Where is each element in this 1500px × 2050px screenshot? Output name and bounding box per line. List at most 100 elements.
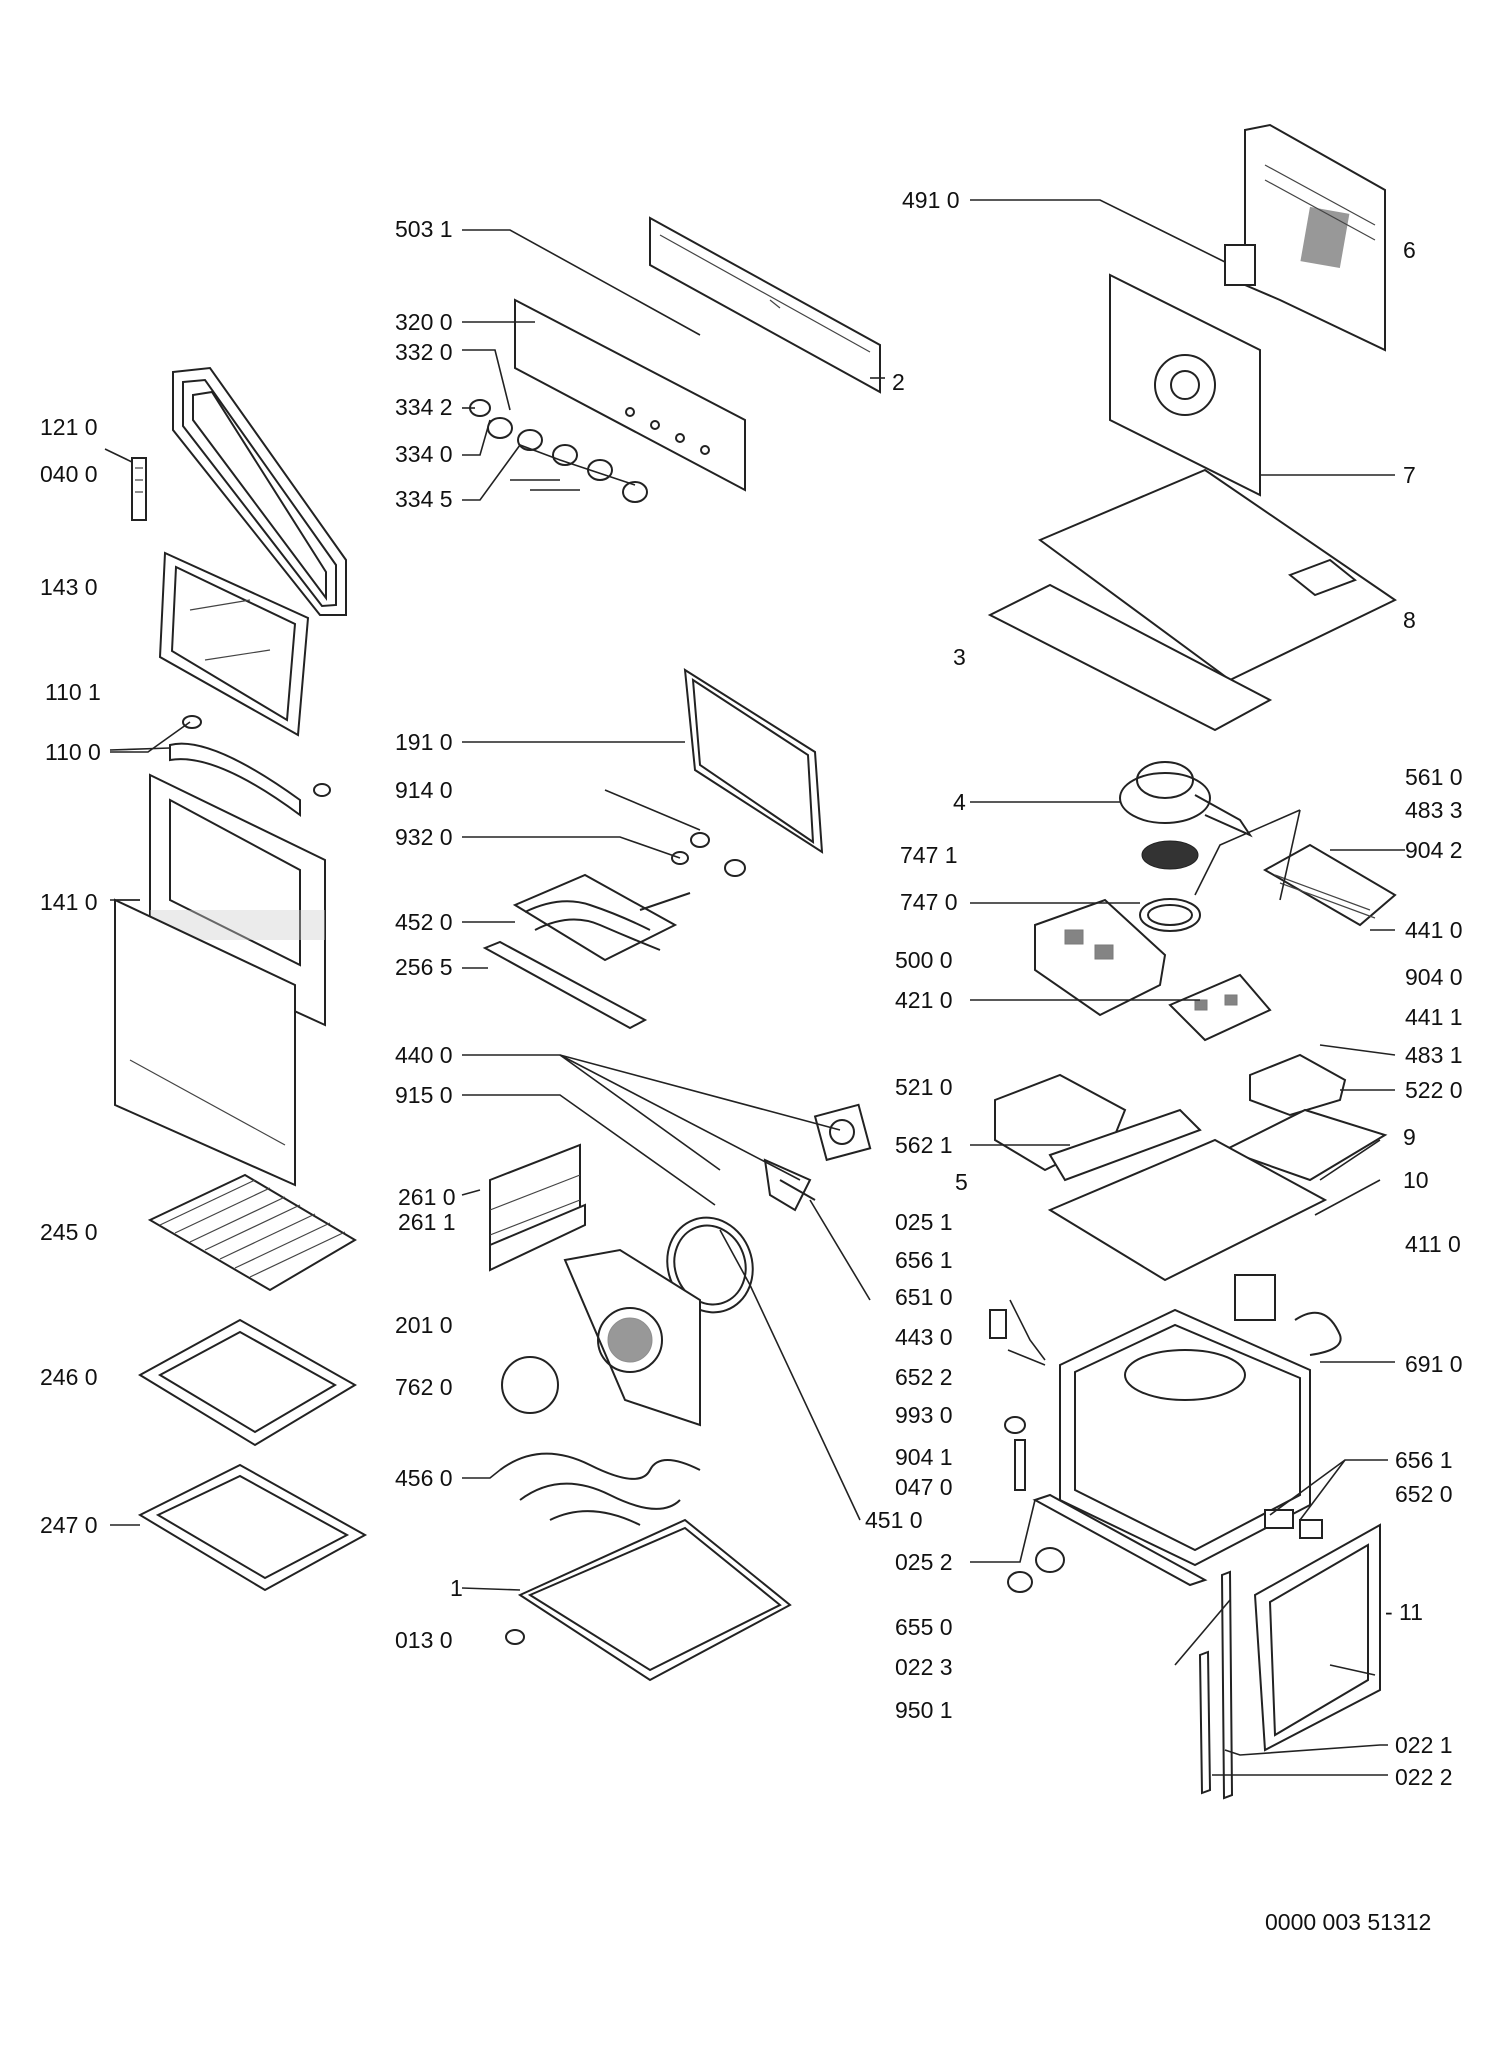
lbl-950-1: 950 1 (895, 1697, 953, 1723)
lbl-993-0: 993 0 (895, 1402, 953, 1428)
fan-cover-plate (563, 1248, 701, 1427)
lbl-191-0: 191 0 (395, 729, 453, 755)
lbl-904-1: 904 1 (895, 1444, 953, 1470)
door-outer-frame (172, 366, 347, 616)
lbl-932-0: 932 0 (395, 824, 453, 850)
side-switch-651 (989, 1309, 1007, 1339)
oven-top-plate-10 (1047, 1138, 1328, 1282)
lamp-holder-411 (1234, 1274, 1276, 1321)
lbl-025-1: 025 1 (895, 1209, 953, 1235)
lbl-2: 2 (892, 369, 905, 395)
lbl-110-0: 110 0 (45, 739, 101, 765)
lbl-483-1: 483 1 (1405, 1042, 1463, 1068)
lbl-110-1: 110 1 (45, 679, 101, 705)
lbl-022-2: 022 2 (1395, 1764, 1453, 1790)
lbl-561-0: 561 0 (1405, 764, 1463, 790)
lbl-320-0: 320 0 (395, 309, 453, 335)
lbl-441-1: 441 1 (1405, 1004, 1463, 1030)
lbl-522-0: 522 0 (1405, 1077, 1463, 1103)
insulation-sheet-3 (987, 583, 1273, 732)
lbl-914-0: 914 0 (395, 777, 453, 803)
lbl-656-1-b: 656 1 (1395, 1447, 1453, 1473)
lbl-10: 10 (1403, 1167, 1429, 1193)
lbl-334-0: 334 0 (395, 441, 453, 467)
control-panel-front (514, 298, 746, 492)
oven-grill-tray (137, 1463, 368, 1592)
lbl-411-0: 411 0 (1405, 1231, 1461, 1257)
lbl-452-0: 452 0 (395, 909, 453, 935)
bottom-rail-025-2 (1032, 1493, 1208, 1587)
door-lock-parts (1264, 1509, 1323, 1539)
lbl-022-1: 022 1 (1395, 1732, 1453, 1758)
lbl-441-0: 441 0 (1405, 917, 1463, 943)
side-rail-256 (482, 940, 648, 1030)
drawing-number: 0000 003 51312 (1265, 1909, 1431, 1935)
lbl-261-1: 261 1 (398, 1209, 456, 1235)
tangential-fan-904-2 (1262, 843, 1397, 927)
connector-491 (1224, 244, 1256, 286)
oven-cavity (1059, 1308, 1311, 1567)
electronic-board-500 (1034, 898, 1167, 1017)
lbl-747-0: 747 0 (900, 889, 958, 915)
lbl-500-0: 500 0 (895, 947, 953, 973)
lbl-656-1-a: 656 1 (895, 1247, 953, 1273)
top-heating-element (512, 873, 691, 962)
lbl-421-0: 421 0 (895, 987, 953, 1013)
oven-baking-tray (138, 1318, 357, 1447)
lbl-904-2: 904 2 (1405, 837, 1463, 863)
back-panel-6 (1244, 123, 1386, 352)
lbl-11: - 11 (1385, 1599, 1423, 1625)
lbl-8: 8 (1403, 607, 1416, 633)
control-panel-cover (649, 216, 881, 394)
lbl-1: 1 (450, 1575, 463, 1601)
lbl-691-0: 691 0 (1405, 1351, 1463, 1377)
oven-inner-panel-191 (683, 668, 824, 854)
lbl-491-0: 491 0 (902, 187, 960, 213)
lbl-022-3: 022 3 (895, 1654, 953, 1680)
lbl-246-0: 246 0 (40, 1364, 98, 1390)
part-labels: 503 1 320 0 332 0 334 2 334 0 334 5 2 12… (40, 187, 1463, 1790)
lbl-7: 7 (1403, 462, 1416, 488)
lbl-915-0: 915 0 (395, 1082, 453, 1108)
oven-door-frame-11 (1253, 1523, 1381, 1752)
fan-impeller (763, 1158, 816, 1212)
lbl-652-2: 652 2 (895, 1364, 953, 1390)
lbl-562-1: 562 1 (895, 1132, 953, 1158)
top-cover-8 (1037, 468, 1397, 682)
lbl-013-0: 013 0 (395, 1627, 453, 1653)
lbl-483-3: 483 3 (1405, 797, 1463, 823)
lbl-503-1: 503 1 (395, 216, 453, 242)
lower-switch-655 (1007, 1547, 1065, 1593)
bracket-993 (1004, 1416, 1026, 1491)
lbl-443-0: 443 0 (895, 1324, 953, 1350)
lbl-655-0: 655 0 (895, 1614, 953, 1640)
lbl-334-2: 334 2 (395, 394, 453, 420)
lbl-451-0: 451 0 (865, 1507, 923, 1533)
lbl-141-0: 141 0 (40, 889, 98, 915)
lamp-and-seal-parts (671, 832, 746, 877)
lbl-456-0: 456 0 (395, 1465, 453, 1491)
small-knob-013 (505, 1629, 525, 1645)
door-outer-glass (114, 898, 296, 1187)
lbl-047-0: 047 0 (895, 1474, 953, 1500)
side-racks-261 (489, 1143, 586, 1272)
lbl-245-0: 245 0 (40, 1219, 98, 1245)
lbl-440-0: 440 0 (395, 1042, 453, 1068)
lbl-651-0: 651 0 (895, 1284, 953, 1310)
lbl-247-0: 247 0 (40, 1512, 98, 1538)
fan-gasket-ring (1139, 840, 1201, 932)
lbl-025-2: 025 2 (895, 1549, 953, 1575)
lbl-762-0: 762 0 (395, 1374, 453, 1400)
lbl-521-0: 521 0 (895, 1074, 953, 1100)
oven-floor-plate (517, 1518, 792, 1682)
lbl-652-0: 652 0 (1395, 1481, 1453, 1507)
lbl-040-0: 040 0 (40, 461, 98, 487)
lbl-332-0: 332 0 (395, 339, 453, 365)
lbl-256-5: 256 5 (395, 954, 453, 980)
lbl-261-0: 261 0 (398, 1184, 456, 1210)
heat-shield-9 (1222, 1108, 1388, 1182)
relay-board-421 (1168, 973, 1272, 1042)
lbl-121-0: 121 0 (40, 414, 98, 440)
lbl-143-0: 143 0 (40, 574, 98, 600)
